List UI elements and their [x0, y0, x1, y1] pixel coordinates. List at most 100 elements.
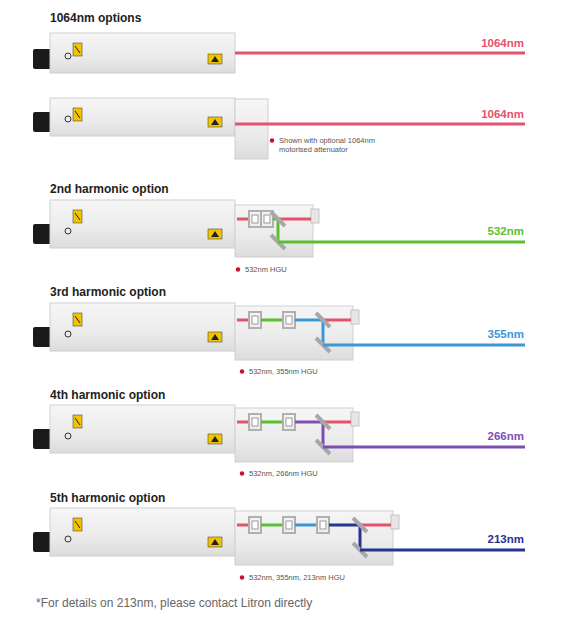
crystal	[252, 418, 258, 426]
aperture-label	[208, 434, 222, 444]
crystal-mount	[249, 517, 261, 533]
wavelength-label: 213nm	[488, 533, 524, 545]
callout-note: Shown with optional 1064nm motorised att…	[279, 136, 399, 154]
crystal	[320, 521, 326, 529]
crystal	[252, 521, 258, 529]
callout-note: 532nm HGU	[245, 265, 287, 274]
crystal-mount	[283, 517, 295, 533]
aperture-label	[208, 332, 222, 342]
crystal	[252, 215, 258, 223]
motorised-attenuator	[235, 99, 268, 159]
footnote: *For details on 213nm, please contact Li…	[36, 596, 312, 610]
laser-head	[50, 405, 235, 453]
warning-label	[73, 518, 82, 531]
crystal-mount	[283, 414, 295, 430]
warning-mark	[75, 316, 80, 323]
warning-triangle	[211, 436, 219, 442]
wavelength-label: 355nm	[488, 328, 524, 340]
crystal	[252, 316, 258, 324]
warning-label	[73, 108, 82, 121]
power-connector	[33, 429, 52, 449]
beam-dump	[311, 209, 319, 223]
warning-triangle	[211, 231, 219, 237]
mirror	[271, 212, 285, 226]
warning-label	[73, 415, 82, 428]
option-heading: 3rd harmonic option	[50, 285, 166, 299]
key-switch	[65, 53, 71, 59]
option-heading: 2nd harmonic option	[50, 182, 169, 196]
laser-beam	[235, 52, 525, 55]
laser-beam	[323, 421, 351, 424]
laser-head	[50, 33, 235, 73]
laser-beam	[261, 421, 284, 424]
laser-beam	[329, 524, 360, 527]
beam-dump	[351, 412, 359, 426]
wavelength-label: 532nm	[488, 225, 524, 237]
callout-dot	[236, 267, 240, 271]
mirror	[353, 518, 367, 532]
crystal	[286, 521, 292, 529]
warning-label	[73, 43, 82, 56]
warning-label	[73, 313, 82, 326]
laser-beam	[323, 319, 351, 322]
option-heading: 4th harmonic option	[50, 388, 165, 402]
beam-dump	[391, 515, 399, 529]
crystal-mount	[249, 414, 261, 430]
laser-beam	[261, 524, 284, 527]
crystal	[264, 215, 270, 223]
key-switch	[65, 331, 71, 337]
callout-dot	[240, 471, 244, 475]
harmonic-generation-unit	[235, 205, 313, 257]
laser-beam	[278, 218, 311, 221]
crystal-mount	[317, 517, 329, 533]
callout-note: 532nm, 355nm HGU	[249, 367, 318, 376]
harmonic-generation-unit	[235, 511, 393, 565]
callout-dot	[270, 138, 274, 142]
option-heading: 1064nm options	[50, 11, 141, 25]
warning-mark	[75, 111, 80, 118]
warning-triangle	[211, 334, 219, 340]
aperture-label	[208, 117, 222, 127]
wavelength-label: 1064nm	[481, 37, 524, 49]
laser-beam	[323, 344, 525, 347]
laser-beam	[235, 123, 525, 126]
crystal-mount	[283, 312, 295, 328]
warning-mark	[75, 213, 80, 220]
warning-triangle	[211, 56, 219, 62]
key-switch	[65, 433, 71, 439]
warning-triangle	[211, 539, 219, 545]
laser-head	[50, 303, 235, 351]
power-connector	[33, 224, 52, 244]
key-switch	[65, 116, 71, 122]
crystal-mount	[249, 211, 261, 227]
aperture-label	[208, 54, 222, 64]
callout-dot	[240, 575, 244, 579]
aperture-label	[208, 229, 222, 239]
wavelength-label: 1064nm	[481, 108, 524, 120]
power-connector	[33, 327, 52, 347]
warning-mark	[75, 418, 80, 425]
laser-head	[50, 200, 235, 248]
laser-head	[50, 508, 235, 556]
laser-beam	[278, 241, 525, 244]
warning-label	[73, 210, 82, 223]
laser-beam	[360, 549, 525, 552]
callout-dot	[240, 369, 244, 373]
key-switch	[65, 228, 71, 234]
beam-dump	[351, 310, 359, 324]
laser-beam	[295, 421, 323, 424]
wavelength-label: 266nm	[488, 430, 524, 442]
laser-beam	[323, 446, 525, 449]
harmonic-generation-unit	[235, 306, 353, 360]
laser-beam	[360, 524, 391, 527]
power-connector	[33, 112, 52, 132]
mirror	[316, 415, 330, 429]
warning-mark	[75, 46, 80, 53]
option-heading: 5th harmonic option	[50, 491, 165, 505]
power-connector	[33, 49, 52, 69]
key-switch	[65, 536, 71, 542]
callout-note: 532nm, 266nm HGU	[249, 469, 318, 478]
mirror	[316, 313, 330, 327]
harmonic-generation-unit	[235, 408, 353, 462]
